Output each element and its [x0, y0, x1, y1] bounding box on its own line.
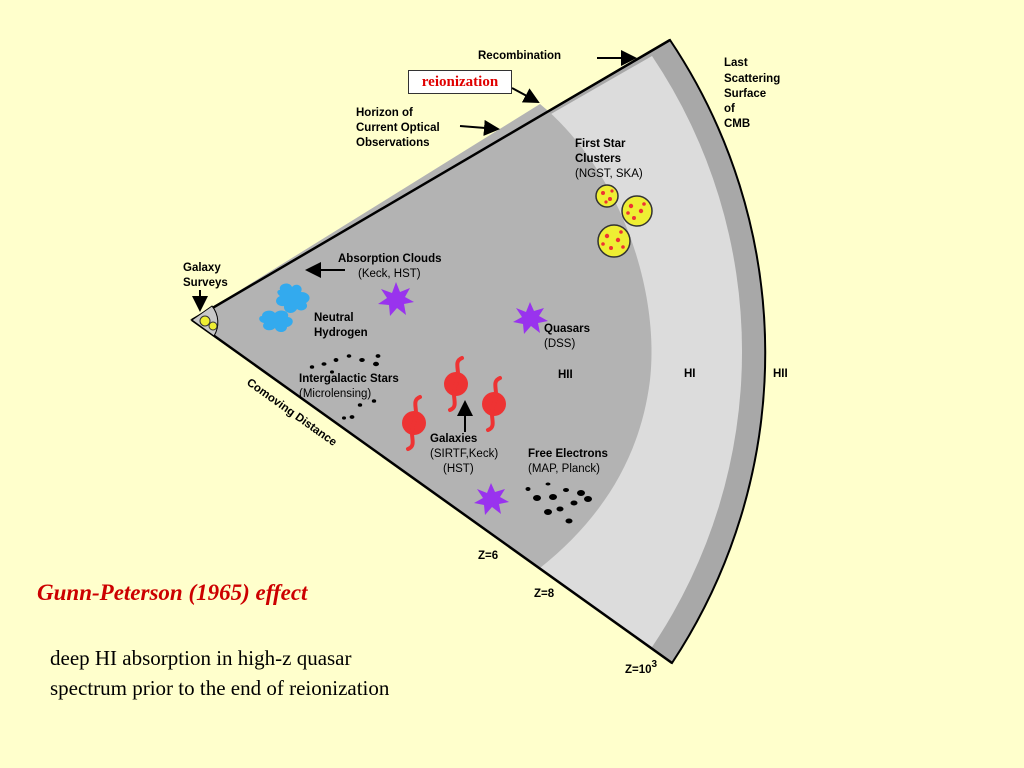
svg-text:Scattering: Scattering — [724, 73, 780, 85]
svg-text:Absorption Clouds: Absorption Clouds — [338, 253, 442, 265]
intergalactic-stars-label: Intergalactic Stars (Microlensing) — [299, 373, 399, 400]
svg-text:Galaxies: Galaxies — [430, 433, 477, 445]
caption: deep HI absorption in high-z quasar spec… — [50, 643, 570, 703]
svg-text:Hydrogen: Hydrogen — [314, 327, 368, 339]
svg-text:(Microlensing): (Microlensing) — [299, 388, 371, 400]
absorption-clouds-label: Absorption Clouds (Keck, HST) — [338, 253, 442, 280]
local-galaxy-1 — [199, 315, 211, 327]
intergalactic-star-dots — [309, 354, 381, 420]
svg-text:(NGST, SKA): (NGST, SKA) — [575, 168, 643, 180]
galaxies-label: Galaxies (SIRTF,Keck) (HST) — [430, 433, 498, 475]
galaxy-3 — [402, 395, 426, 451]
recombination-label: Recombination — [478, 50, 561, 62]
svg-text:Quasars: Quasars — [544, 323, 590, 335]
svg-text:(HST): (HST) — [443, 463, 474, 475]
galaxy-1 — [444, 356, 468, 412]
local-galaxy-2 — [208, 321, 218, 331]
horizon-label: Horizon of Current Optical Observations — [356, 107, 440, 149]
z6-label: Z=6 — [478, 550, 498, 562]
svg-text:(DSS): (DSS) — [544, 338, 575, 350]
caption-line-1: deep HI absorption in high-z quasar — [50, 646, 352, 670]
svg-text:Neutral: Neutral — [314, 312, 354, 324]
svg-text:(MAP, Planck): (MAP, Planck) — [528, 463, 600, 475]
svg-text:Surveys: Surveys — [183, 277, 228, 289]
svg-text:Observations: Observations — [356, 137, 430, 149]
star-cluster-2 — [621, 195, 653, 227]
neutral-hydrogen-cloud-1 — [276, 283, 310, 313]
last-scattering-label: Last Scattering Surface of CMB — [724, 57, 780, 130]
quasar-burst-3 — [474, 483, 509, 515]
free-electrons-label: Free Electrons (MAP, Planck) — [528, 448, 608, 475]
wedge-upper-edge — [191, 38, 671, 322]
quasar-burst-1 — [378, 282, 414, 316]
gunn-peterson-title: Gunn-Peterson (1965) effect — [37, 580, 308, 605]
quasars-label: Quasars (DSS) — [544, 323, 590, 350]
caption-line-2: spectrum prior to the end of reionizatio… — [50, 676, 390, 700]
reionization-arrow — [511, 87, 540, 103]
neutral-hydrogen-label: Neutral Hydrogen — [314, 312, 368, 339]
star-cluster-1 — [595, 184, 619, 208]
neutral-hydrogen-cloud-2 — [259, 310, 293, 333]
svg-text:(Keck, HST): (Keck, HST) — [358, 268, 421, 280]
z103-label: Z=103 — [625, 659, 658, 676]
svg-text:Last: Last — [724, 57, 748, 69]
z8-label: Z=8 — [534, 588, 555, 600]
reionization-label: reionization — [408, 70, 512, 94]
svg-text:Intergalactic Stars: Intergalactic Stars — [299, 373, 399, 385]
hi-middle-label: HI — [684, 368, 696, 380]
wedge-lower-edge — [191, 318, 673, 665]
horizon-arrow — [459, 119, 500, 136]
hii-inner-region — [192, 104, 652, 568]
svg-text:First Star: First Star — [575, 138, 626, 150]
quasar-burst-2 — [513, 302, 548, 334]
svg-text:Surface: Surface — [724, 88, 766, 100]
svg-text:CMB: CMB — [724, 118, 750, 130]
galaxy-2 — [482, 376, 506, 432]
first-star-label: First Star Clusters (NGST, SKA) — [575, 138, 643, 180]
svg-text:Clusters: Clusters — [575, 153, 621, 165]
hii-outer-label: HII — [773, 368, 788, 380]
svg-text:Current Optical: Current Optical — [356, 122, 440, 134]
star-cluster-3 — [597, 224, 631, 258]
hii-inner-label: HII — [558, 369, 573, 381]
galaxy-surveys-label: Galaxy Surveys — [183, 262, 228, 289]
svg-text:Galaxy: Galaxy — [183, 262, 221, 274]
svg-text:Free Electrons: Free Electrons — [528, 448, 608, 460]
svg-text:(SIRTF,Keck): (SIRTF,Keck) — [430, 448, 498, 460]
svg-text:of: of — [724, 103, 735, 115]
free-electron-dots — [525, 482, 592, 524]
svg-text:Horizon of: Horizon of — [356, 107, 413, 119]
